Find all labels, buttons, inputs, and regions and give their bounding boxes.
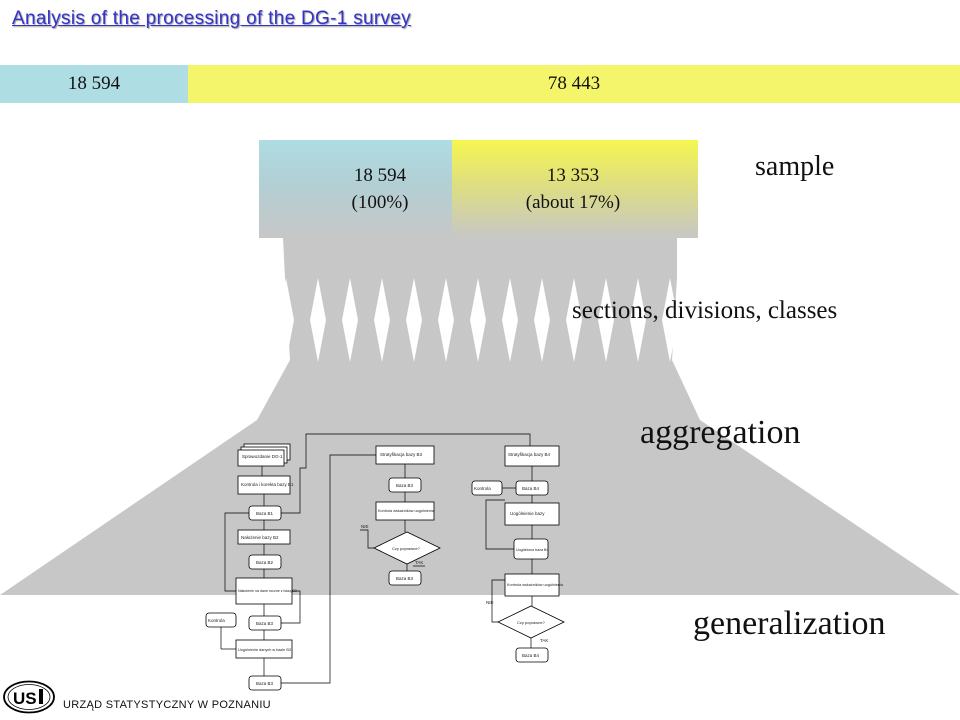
fc-text-merge-b2: Nałożenie bazy B2 (241, 535, 279, 540)
slide-title[interactable]: Analysis of the processing of the DG-1 s… (12, 8, 411, 29)
label-sample: sample (755, 151, 835, 182)
fc-to-col2 (281, 454, 376, 684)
sample-left-share: (100%) (351, 192, 409, 213)
sample-right-share: (about 17%) (525, 192, 621, 213)
fc-text-db-b4-a: Baza B4 (522, 486, 540, 491)
fc-text-db-b4-c: Baza B4 (522, 653, 540, 658)
fc-text-yes-b4: TAK (540, 638, 548, 643)
logo-icon: US (3, 680, 55, 714)
funnel-slit-12 (630, 278, 646, 362)
fc-text-generalize-b3: Uogólnienie danych w bazie B3 (238, 648, 291, 652)
fc-db-b3-d (388, 570, 422, 586)
fc-text-db-b3-c: Baza B3 (396, 483, 414, 488)
population-right-value: 78 443 (547, 73, 601, 94)
sample-block-blue (259, 140, 452, 238)
sample-right-value: 13 353 (546, 165, 600, 186)
fc-db-b4-c (515, 647, 549, 663)
funnel-slit-13 (662, 278, 678, 362)
fc-text-strat-b3: Stratyfikacja bazy B3 (380, 452, 423, 457)
funnel-slit-11 (598, 278, 614, 362)
fc-c2-no-loop (360, 529, 374, 549)
fc-c3-from-db (485, 499, 514, 550)
fc-loop-left-1 (224, 512, 249, 592)
fc-text-db-b2: Baza B2 (256, 560, 274, 565)
fc-text-report: Sprawozdanie DG-1 (242, 454, 283, 459)
logo-text: US (13, 689, 37, 708)
funnel-slit-7 (470, 278, 486, 362)
funnel-slit-9 (534, 278, 550, 362)
sample-left-value: 18 594 (353, 165, 407, 186)
fc-text-strat-b4: Stratyfikacja bazy B4 (508, 452, 551, 457)
fc-text-yes-b3: TAK (415, 560, 423, 565)
fc-text-merge-b3: Nałożenie na dane roczne z bazą B3 (238, 589, 297, 593)
fc-text-db-b3-a: Baza B3 (256, 621, 274, 626)
fc-text-generalize-b4: Uogólnienie bazy (510, 511, 545, 516)
label-sections: sections, divisions, classes (572, 297, 838, 324)
footer-organization: URZĄD STATYSTYCZNY W POZNANIU (63, 699, 271, 711)
funnel-slit-2 (310, 278, 326, 362)
fc-text-db-b4-b: Uogólniona baza B4 (516, 548, 548, 552)
fc-loop-right-1 (281, 433, 531, 514)
fc-text-db-b3-d: Baza B3 (396, 576, 414, 581)
label-aggregation: aggregation (640, 414, 801, 451)
fc-text-check-ind-b3: Kontrola wskaźników uogólnienia (378, 509, 435, 513)
fc-text-decision-b4: Czy poprawne? (517, 620, 546, 625)
population-bar-rest-part: 78 443 (188, 65, 960, 103)
sample-left-text: 18 594 (100%) (305, 162, 455, 216)
funnel-slit-5 (406, 278, 422, 362)
sample-right-text: 13 353 (about 17%) (488, 162, 658, 216)
fc-text-side-input-b4: Kontrola (474, 486, 491, 491)
fc-text-db-b3-b: Baza B3 (256, 681, 274, 686)
funnel-slit-4 (374, 278, 390, 362)
fc-text-check-ind-b4: Kontrola wskaźników uogólnienia (507, 583, 564, 587)
label-generalization: generalization (693, 605, 886, 642)
funnel-slit-10 (566, 278, 582, 362)
fc-loop-right-2 (281, 590, 301, 624)
fc-text-db-b1: Baza B1 (256, 511, 274, 516)
fc-db-b2 (248, 554, 282, 570)
fc-text-check-b1: Kontrola i korekta bazy B1 (241, 482, 294, 487)
population-bar-sample-part: 18 594 (0, 65, 188, 103)
sample-block-yellow (452, 140, 698, 238)
population-left-value: 18 594 (67, 73, 121, 94)
funnel-body (0, 238, 960, 595)
fc-box-report (237, 449, 285, 467)
fc-text-no-b3: NIE (361, 524, 369, 529)
fc-text-decision-b3: Czy poprawne? (392, 546, 421, 551)
funnel-slit-3 (342, 278, 358, 362)
funnel-slit-8 (502, 278, 518, 362)
fc-text-side-input: Kontrola (208, 618, 225, 623)
funnel-slit-6 (438, 278, 454, 362)
funnel-slit-1 (278, 278, 294, 362)
fc-c3-no-loop (491, 579, 505, 623)
fc-text-no-b4: NIE (486, 600, 494, 605)
